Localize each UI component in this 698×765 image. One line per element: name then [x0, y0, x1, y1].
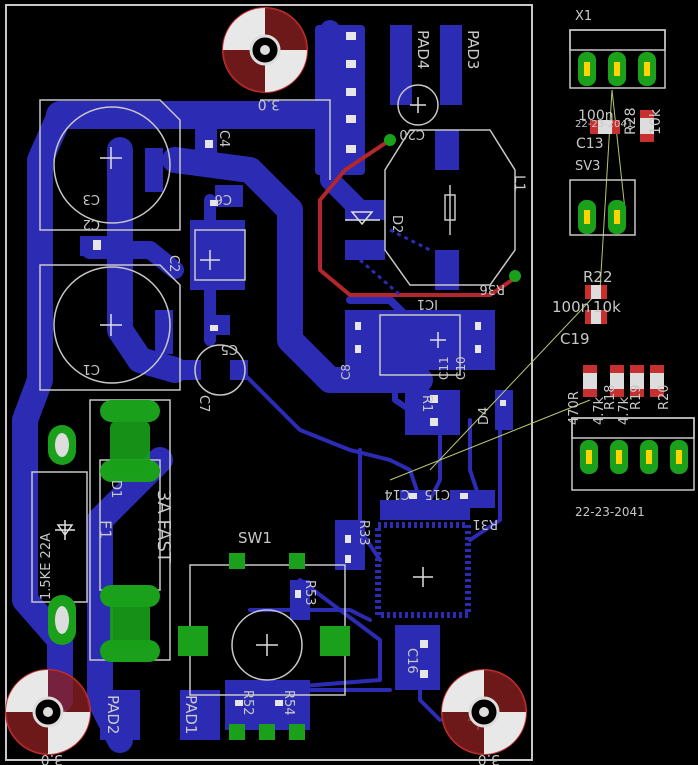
- label-r54: R54: [281, 690, 296, 716]
- smd-pad-markers: [93, 32, 506, 706]
- label-r-value-2: 4.7k: [592, 396, 607, 425]
- label-c15: C15: [424, 486, 450, 501]
- label-l1: L1: [511, 175, 527, 192]
- label-c16: C16: [404, 648, 419, 674]
- label-pad1: PAD1: [182, 695, 200, 734]
- label-sw1: SW1: [238, 529, 272, 547]
- mounting-holes: [5, 7, 527, 755]
- airwires: [389, 89, 626, 481]
- via-top-left: [384, 134, 396, 146]
- label-r52: R52: [240, 690, 255, 716]
- label-x1-part: 22-23-2041: [575, 119, 633, 130]
- label-hole-bottom-right: 3.0: [478, 751, 500, 765]
- label-r28: R28: [623, 107, 639, 135]
- ic-qfp-pads: [375, 522, 471, 618]
- label-hole-bottom-left: 3.0: [41, 751, 63, 765]
- label-hole-top: 3.0: [258, 96, 280, 112]
- label-d1: D1: [108, 480, 123, 498]
- pad-holes: [55, 433, 69, 634]
- label-r31: R31: [472, 516, 498, 531]
- label-c1: C1: [83, 361, 100, 376]
- mounting-hole-bottom-right: [441, 669, 527, 755]
- label-pad2: PAD2: [104, 695, 122, 734]
- label-c7: C7: [196, 395, 211, 412]
- silkscreen-labels: X1 SV3 100n C13 22-23-2041 R28 10k R22 1…: [39, 9, 672, 765]
- pad-drill-marks: [584, 62, 682, 464]
- label-part-number: 22-23-2041: [575, 505, 645, 519]
- label-f1: F1: [96, 520, 115, 539]
- label-c11: C11: [437, 356, 451, 380]
- label-r53: R53: [302, 580, 317, 606]
- label-r20: R20: [657, 384, 672, 410]
- label-c19-value: 100n: [552, 298, 590, 316]
- mounting-hole-bottom-left: [5, 669, 91, 755]
- bottom-copper-pads: [35, 25, 513, 740]
- label-r1: R1: [419, 395, 434, 412]
- label-ic1: IC1: [417, 296, 438, 311]
- label-r28-value: 10k: [648, 108, 664, 135]
- label-c6: C6: [215, 191, 232, 206]
- label-d2: D2: [389, 215, 404, 233]
- smd-parts-right: [583, 110, 664, 397]
- board-outline: [5, 4, 533, 761]
- label-r18: R18: [603, 384, 618, 410]
- dashed-traces: [359, 228, 431, 297]
- label-fuse-rating: 3A FAST: [153, 490, 174, 564]
- label-c19: C19: [560, 330, 590, 348]
- label-c5: C5: [221, 341, 238, 356]
- label-c2: C2: [83, 216, 100, 231]
- label-x1: X1: [575, 9, 592, 24]
- label-pad3: PAD3: [464, 30, 482, 69]
- label-c20: C20: [399, 126, 425, 141]
- label-tvs: 1.5KE 22A: [39, 533, 54, 600]
- label-c8: C8: [339, 364, 353, 380]
- label-c10: C10: [454, 356, 468, 380]
- label-r22: R22: [583, 268, 613, 286]
- top-copper-traces: [318, 138, 517, 297]
- label-c4: C4: [216, 130, 231, 147]
- label-d4: D4: [477, 407, 492, 425]
- through-hole-pads: [48, 52, 688, 740]
- label-sv3: SV3: [575, 159, 600, 174]
- diode-symbol: [55, 211, 380, 540]
- label-c3: C3: [83, 191, 100, 206]
- label-c14: C14: [384, 486, 410, 501]
- label-r36: R36: [479, 281, 505, 296]
- label-c13-value: 100n: [578, 108, 614, 124]
- via-top-right: [509, 270, 521, 282]
- label-r-value-3: 4.7k: [617, 396, 632, 425]
- label-r33-ic: R33: [356, 520, 371, 546]
- label-r-value-1: 470R: [567, 391, 582, 425]
- label-pad4: PAD4: [414, 30, 432, 69]
- label-c13: C13: [576, 136, 604, 152]
- label-c2-side: C2: [166, 255, 181, 272]
- mounting-hole-top: [222, 7, 308, 93]
- label-r19: R19: [629, 384, 644, 410]
- label-r22-value: 10k: [593, 298, 621, 316]
